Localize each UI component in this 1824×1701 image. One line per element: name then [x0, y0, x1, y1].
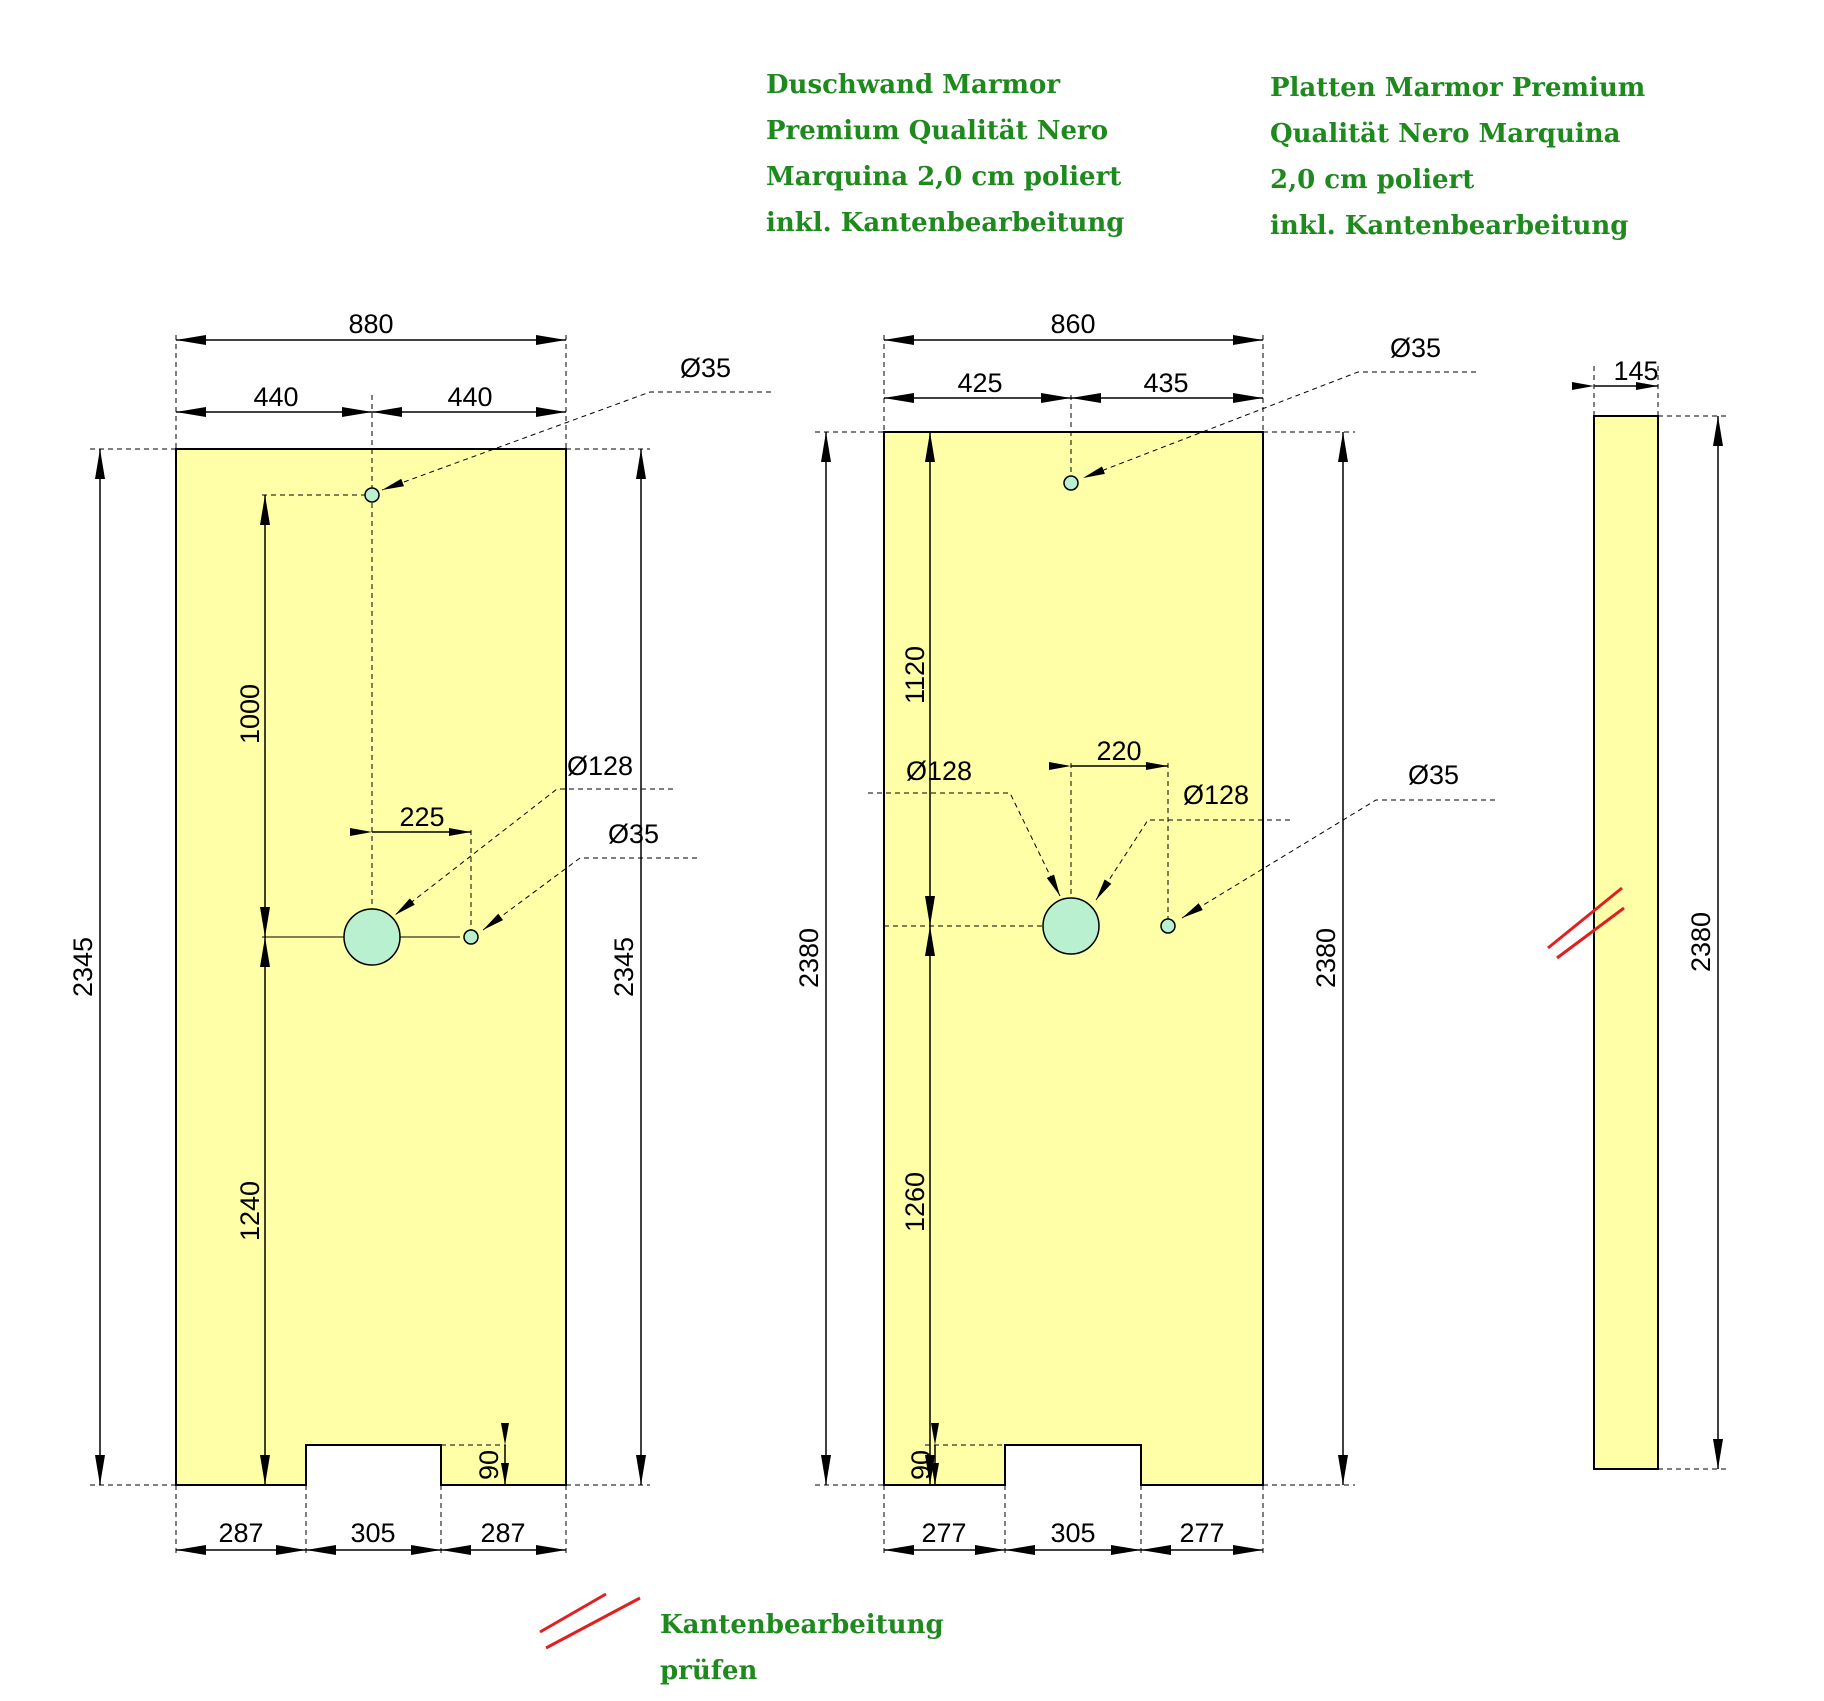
p1-dim-width-total: 880: [348, 309, 393, 339]
legend-note-line: prüfen: [660, 1656, 758, 1686]
note-panel-2-line: 2,0 cm poliert: [1270, 165, 1475, 195]
panel-2-outline: [883, 431, 1264, 1486]
p1-dim-vertical-upper: 1000: [235, 684, 265, 744]
p3-dim-height: 2380: [1686, 912, 1716, 972]
p1-label-hole-large: Ø128: [567, 751, 633, 781]
p2-dim-bottom-notch: 305: [1050, 1518, 1095, 1548]
p2-label-hole-large-left: Ø128: [906, 756, 972, 786]
legend-edge-marker: [539, 1592, 641, 1650]
note-panel-1-line: inkl. Kantenbearbeitung: [766, 208, 1125, 238]
p1-label-hole-small: Ø35: [608, 819, 659, 849]
p2-dim-width-total: 860: [1050, 309, 1095, 339]
p2-dim-vertical-upper: 1120: [900, 646, 930, 704]
note-panel-2-line: Platten Marmor Premium: [1270, 73, 1646, 103]
p1-dim-bottom-notch: 305: [350, 1518, 395, 1548]
p2-dim-height-right: 2380: [1311, 928, 1341, 988]
panel-2-hole-large: [1042, 897, 1100, 955]
note-panel-2: Platten Marmor Premium Qualität Nero Mar…: [1270, 65, 1645, 249]
p2-dim-width-left: 425: [957, 368, 1002, 398]
panel-2: 860 425 435 2380 2380 1120 1260 220 Ø35 …: [794, 309, 1495, 1555]
p1-dim-vertical-lower: 1240: [235, 1181, 265, 1241]
p2-dim-height-left: 2380: [794, 928, 824, 988]
p1-dim-height-right: 2345: [609, 937, 639, 997]
p2-dim-vertical-lower: 1260: [900, 1172, 930, 1232]
panel-1-hole-top: [364, 487, 380, 503]
note-panel-1: Duschwand Marmor Premium Qualität Nero M…: [766, 62, 1124, 246]
p2-label-hole-top: Ø35: [1390, 333, 1441, 363]
panel-1: 880 440 440 2345 2345 1000 1240 225 Ø35 …: [68, 309, 771, 1555]
p2-dim-bottom-left: 277: [921, 1518, 966, 1548]
p1-dim-bottom-left: 287: [218, 1518, 263, 1548]
p2-label-hole-large-right: Ø128: [1183, 780, 1249, 810]
note-panel-2-line: inkl. Kantenbearbeitung: [1270, 211, 1629, 241]
note-panel-1-line: Duschwand Marmor: [766, 70, 1061, 100]
p1-label-hole-top: Ø35: [680, 353, 731, 383]
p1-dim-hole-spacing: 225: [399, 802, 444, 832]
panel-2-hole-small: [1160, 918, 1176, 934]
panel-1-outline: [175, 448, 567, 1486]
p1-dim-height-left: 2345: [68, 937, 98, 997]
note-panel-2-line: Qualität Nero Marquina: [1270, 119, 1621, 149]
p1-dim-width-left: 440: [253, 382, 298, 412]
panel-3-outline: [1593, 415, 1659, 1470]
p3-dim-width: 145: [1613, 356, 1658, 386]
p2-dim-bottom-right: 277: [1179, 1518, 1224, 1548]
p2-label-hole-small: Ø35: [1408, 760, 1459, 790]
p1-dim-bottom-right: 287: [480, 1518, 525, 1548]
p1-dim-notch-depth: 90: [474, 1450, 504, 1480]
panel-1-hole-small: [463, 929, 479, 945]
p2-dim-hole-spacing: 220: [1096, 736, 1141, 766]
p2-dim-width-right: 435: [1143, 368, 1188, 398]
panel-1-hole-large: [343, 908, 401, 966]
panel-2-hole-top: [1063, 475, 1079, 491]
legend-note: Kantenbearbeitung prüfen: [660, 1602, 944, 1694]
panel-3: 145 2380: [1547, 356, 1730, 1470]
panel-3-edge-marker: [1547, 886, 1625, 960]
legend-note-line: Kantenbearbeitung: [660, 1610, 944, 1640]
p2-dim-notch-depth: 90: [906, 1450, 936, 1480]
note-panel-1-line: Premium Qualität Nero: [766, 116, 1109, 146]
p1-dim-width-right: 440: [447, 382, 492, 412]
note-panel-1-line: Marquina 2,0 cm poliert: [766, 162, 1122, 192]
